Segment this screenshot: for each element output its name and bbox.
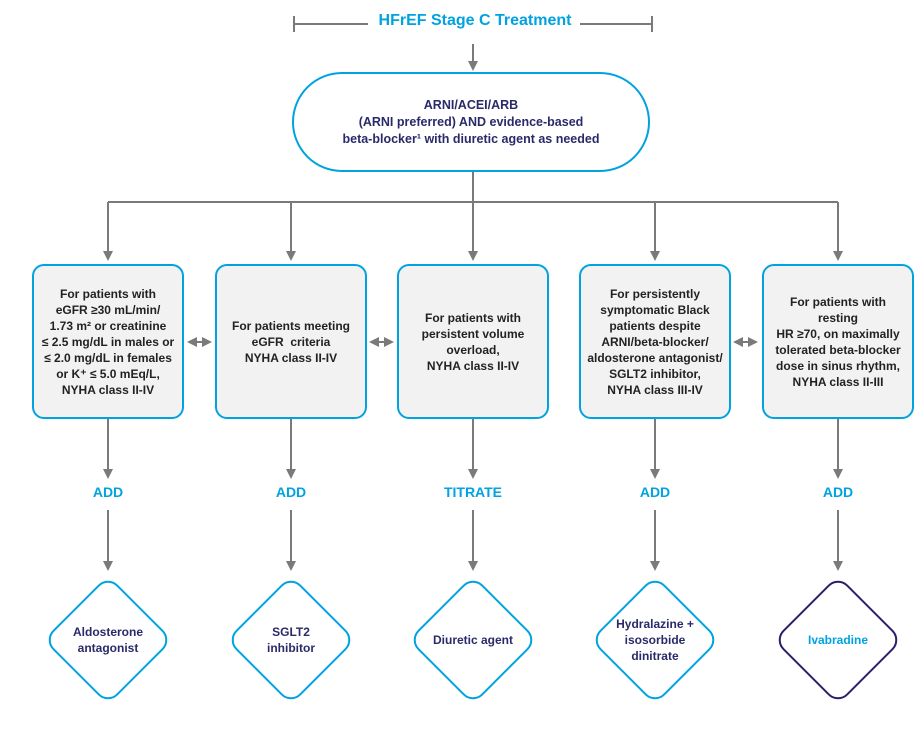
criteria-5-line: dose in sinus rhythm, xyxy=(775,358,901,373)
treatment-3-line: Diuretic agent xyxy=(432,633,513,647)
criteria-4-line: SGLT2 inhibitor, xyxy=(609,366,701,381)
treatment-1-line: Aldosterone xyxy=(72,625,143,639)
base-therapy-line2: (ARNI preferred) AND evidence-based xyxy=(358,114,584,129)
criteria-3-line: overload, xyxy=(446,342,500,357)
criteria-3-line: persistent volume xyxy=(421,326,525,341)
criteria-box-1: For patients with eGFR ≥30 mL/min/ 1.73 … xyxy=(32,264,184,419)
criteria-5-line: HR ≥70, on maximally xyxy=(776,326,900,341)
criteria-box-2: For patients meeting eGFR criteria NYHA … xyxy=(215,264,367,419)
base-therapy-line1: ARNI/ACEI/ARB xyxy=(423,97,519,112)
treatment-5-line: Ivabradine xyxy=(807,633,869,647)
base-therapy-box: ARNI/ACEI/ARB (ARNI preferred) AND evide… xyxy=(292,72,650,172)
treatment-1-line: antagonist xyxy=(77,641,139,655)
criteria-box-3: For patients with persistent volume over… xyxy=(397,264,549,419)
action-label-3: TITRATE xyxy=(443,484,503,500)
action-label-5: ADD xyxy=(822,484,854,500)
treatment-4-line: dinitrate xyxy=(631,649,679,663)
criteria-box-4: For persistently symptomatic Black patie… xyxy=(579,264,731,419)
treatment-4-line: Hydralazine + xyxy=(616,617,694,631)
criteria-4-line: NYHA class III-IV xyxy=(607,382,703,397)
criteria-box-5: For patients with resting HR ≥70, on max… xyxy=(762,264,914,419)
criteria-5-line: tolerated beta-blocker xyxy=(775,342,901,357)
criteria-5-line: NYHA class II-III xyxy=(792,374,884,389)
treatment-diamond-5: Ivabradine xyxy=(772,574,904,706)
criteria-4-line: For persistently xyxy=(609,286,700,301)
criteria-1-line: eGFR ≥30 mL/min/ xyxy=(55,302,161,317)
action-label-4: ADD xyxy=(639,484,671,500)
criteria-5-line: For patients with resting xyxy=(790,294,886,325)
criteria-3-line: For patients with xyxy=(424,310,521,325)
criteria-3-line: NYHA class II-IV xyxy=(426,358,520,373)
criteria-1-line: 1.73 m² or creatinine xyxy=(49,318,167,333)
base-therapy-line3: beta-blocker¹ with diuretic agent as nee… xyxy=(342,131,600,146)
criteria-1-line: For patients with xyxy=(60,286,156,301)
criteria-4-line: aldosterone antagonist/ xyxy=(587,350,723,365)
criteria-4-line: patients despite xyxy=(609,318,701,333)
criteria-2-line: NYHA class II-IV xyxy=(244,350,338,365)
action-label-2: ADD xyxy=(275,484,307,500)
treatment-diamond-1: Aldosterone antagonist xyxy=(42,574,174,706)
action-label-1: ADD xyxy=(92,484,124,500)
criteria-1-line: or K⁺ ≤ 5.0 mEq/L, xyxy=(56,366,160,381)
criteria-2-line: eGFR criteria xyxy=(251,334,331,349)
treatment-2-line: SGLT2 xyxy=(272,625,310,639)
treatment-diamond-3: Diuretic agent xyxy=(407,574,539,706)
criteria-1-line: ≤ 2.5 mg/dL in males or xyxy=(41,334,175,349)
treatment-2-line: inhibitor xyxy=(267,641,315,655)
treatment-diamond-4: Hydralazine + isosorbide dinitrate xyxy=(589,574,721,706)
criteria-2-line: For patients meeting xyxy=(231,318,350,333)
criteria-1-line: ≤ 2.0 mg/dL in females xyxy=(44,350,172,365)
treatment-4-line: isosorbide xyxy=(624,633,686,647)
treatment-diamond-2: SGLT2 inhibitor xyxy=(225,574,357,706)
diagram-title: HFrEF Stage C Treatment xyxy=(378,12,572,29)
criteria-4-line: symptomatic Black xyxy=(600,302,710,317)
criteria-1-line: NYHA class II-IV xyxy=(61,382,155,397)
criteria-4-line: ARNI/beta-blocker/ xyxy=(601,334,709,349)
